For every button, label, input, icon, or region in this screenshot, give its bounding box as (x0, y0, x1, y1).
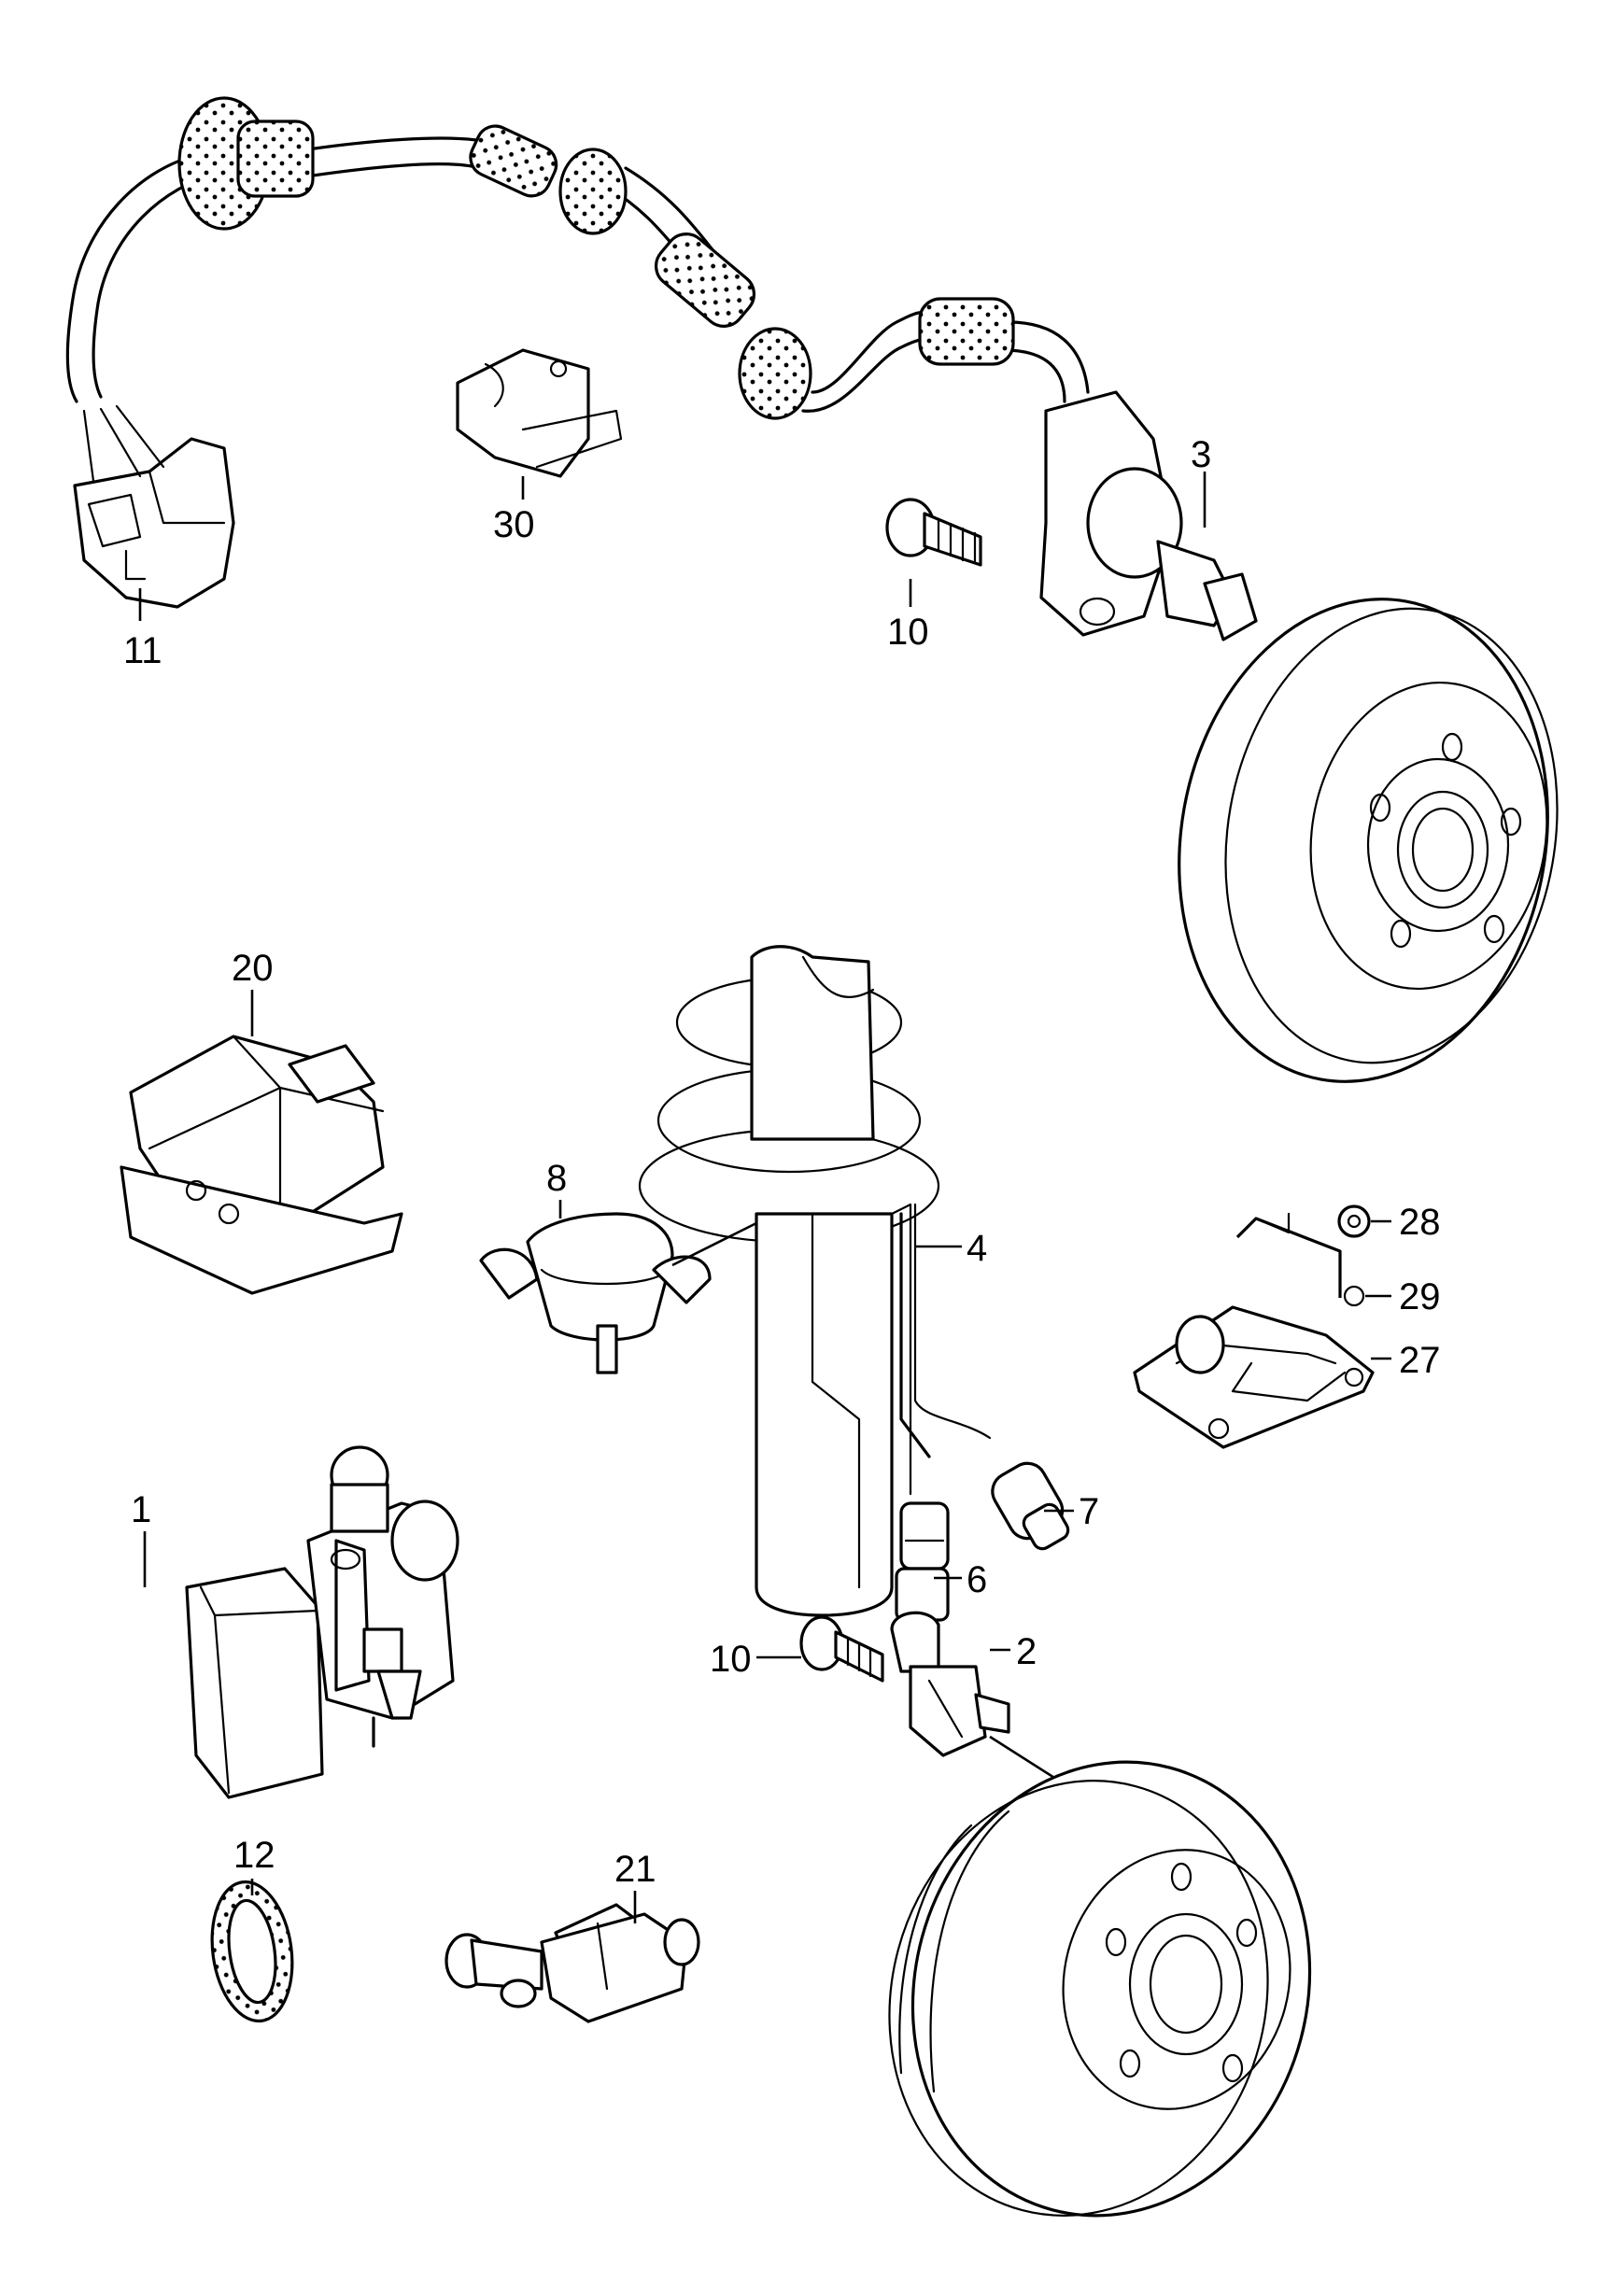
callout-1: 1 (131, 1489, 151, 1530)
solenoid-valve-21 (445, 1903, 700, 2023)
level-sensor-27 (1133, 1212, 1375, 1449)
nut-28 (1337, 1204, 1371, 1238)
cable-sleeve (918, 297, 1015, 366)
callout-10-bottom: 10 (710, 1639, 752, 1680)
grommet (738, 327, 812, 420)
bolt-10-top (885, 498, 982, 567)
brake-disc-lower (888, 1760, 1312, 2218)
callout-10-top: 10 (887, 612, 929, 653)
abs-sensor-harness (65, 96, 1258, 641)
callout-27: 27 (1399, 1340, 1441, 1381)
callout-20: 20 (232, 948, 274, 989)
callout-4: 4 (967, 1228, 987, 1269)
callout-11: 11 (123, 630, 162, 671)
grommet (558, 148, 628, 235)
seal-ring-12 (210, 1880, 294, 2023)
harness-connector (73, 437, 235, 609)
callout-30: 30 (493, 504, 535, 545)
cable-sleeve (654, 232, 756, 328)
connector-6 (895, 1501, 950, 1622)
callout-6: 6 (967, 1559, 987, 1600)
callout-7: 7 (1079, 1491, 1099, 1532)
cable-sleeve (236, 120, 315, 198)
leader-lines (138, 472, 1391, 1923)
callout-29: 29 (1399, 1276, 1441, 1317)
bracket-30 (456, 348, 623, 478)
abs-sensor-rear-2 (890, 1611, 1094, 1804)
callout-3: 3 (1191, 434, 1211, 475)
brake-disc-upper (1178, 598, 1559, 1083)
callout-21: 21 (614, 1849, 656, 1890)
bolt-10-bottom (799, 1615, 884, 1683)
control-unit-20 (120, 1035, 403, 1295)
callout-28: 28 (1399, 1202, 1441, 1243)
callout-2: 2 (1016, 1631, 1037, 1672)
callout-8: 8 (546, 1158, 567, 1199)
suspension-strut-4 (638, 945, 992, 1617)
callout-12: 12 (233, 1835, 275, 1876)
cable-sleeve (469, 124, 558, 198)
clamp-8 (479, 1212, 757, 1374)
washer-29 (1343, 1285, 1365, 1307)
connector-7 (991, 1461, 1070, 1551)
compressor-1 (185, 1445, 459, 1799)
